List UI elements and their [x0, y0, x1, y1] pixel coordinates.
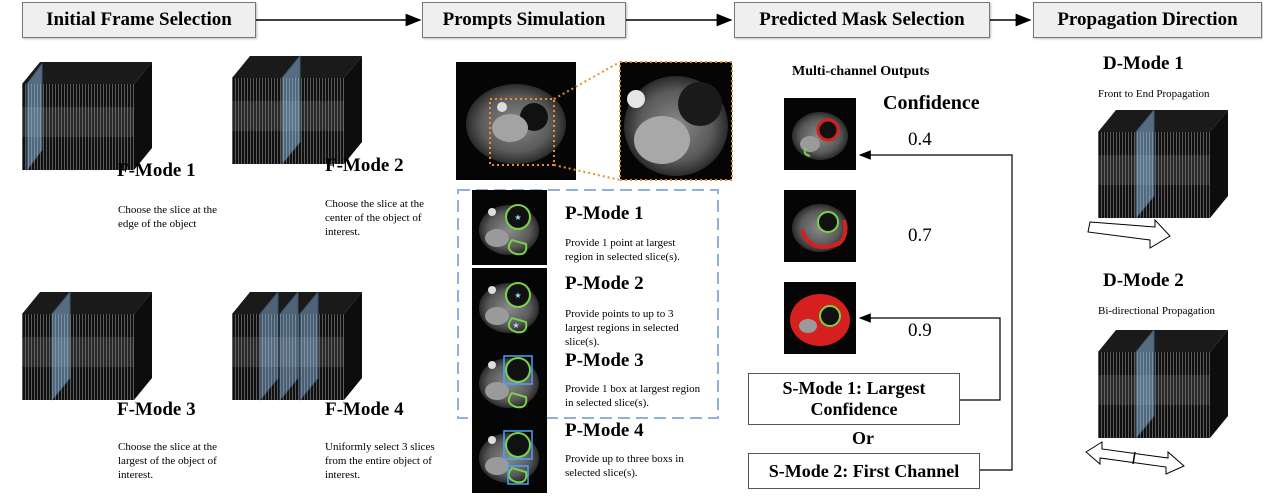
- thumb-pmode-4: [472, 418, 547, 493]
- arrow-bidirectional: [1085, 441, 1185, 475]
- p-mode-4-desc: Provide up to three boxs in selected sli…: [565, 453, 684, 479]
- multi-channel-outputs-title: Multi-channel Outputs: [792, 64, 930, 79]
- stage-predicted-mask-selection: Predicted Mask Selection: [734, 2, 990, 38]
- stage-prompts-simulation: Prompts Simulation: [422, 2, 626, 38]
- volume-dmode-2: [1098, 328, 1228, 440]
- ct-scan-overview: [456, 62, 576, 180]
- p-mode-1-desc: Provide 1 point at largest region in sel…: [565, 237, 680, 263]
- ct-scan-zoom: [619, 61, 733, 181]
- p-mode-1-title: P-Mode 1: [565, 203, 644, 224]
- volume-fmode-4: [232, 290, 362, 402]
- d-mode-1-desc: Front to End Propagation: [1098, 88, 1210, 100]
- f-mode-3-title: F-Mode 3: [117, 399, 196, 420]
- arrow-front-to-end: [1087, 218, 1171, 249]
- f-mode-3-desc: Choose the slice at the largest of the o…: [118, 441, 217, 481]
- f-mode-1-desc: Choose the slice at the edge of the obje…: [118, 204, 217, 230]
- mask-output-3: [784, 282, 856, 354]
- stage-propagation-direction: Propagation Direction: [1033, 2, 1262, 38]
- p-mode-2-title: P-Mode 2: [565, 273, 644, 294]
- f-mode-2-desc: Choose the slice at the center of the ob…: [325, 198, 424, 238]
- confidence-value-3: 0.9: [908, 320, 932, 341]
- thumb-pmode-1: ★: [472, 190, 547, 265]
- thumb-pmode-3: [472, 343, 547, 418]
- f-mode-1-title: F-Mode 1: [117, 160, 196, 181]
- volume-dmode-1: [1098, 108, 1228, 220]
- arrow-s-mode-2: [858, 150, 1013, 471]
- d-mode-2-title: D-Mode 2: [1103, 270, 1184, 291]
- p-mode-2-desc: Provide points to up to 3 largest region…: [565, 308, 679, 348]
- p-mode-3-desc: Provide 1 box at largest region in selec…: [565, 383, 701, 409]
- p-mode-4-title: P-Mode 4: [565, 420, 644, 441]
- mask-output-2: [784, 190, 856, 262]
- p-mode-dashed-frame: [457, 189, 719, 419]
- p-mode-3-title: P-Mode 3: [565, 350, 644, 371]
- volume-fmode-3: [22, 290, 152, 402]
- stage-initial-frame-selection: Initial Frame Selection: [22, 2, 256, 38]
- s-mode-2-box: S-Mode 2: First Channel: [748, 453, 980, 489]
- mask-output-1: [784, 98, 856, 170]
- f-mode-4-desc: Uniformly select 3 slices from the entir…: [325, 441, 435, 481]
- d-mode-1-title: D-Mode 1: [1103, 53, 1184, 74]
- arrow-s-mode-1: [858, 313, 1001, 401]
- f-mode-4-title: F-Mode 4: [325, 399, 404, 420]
- confidence-value-2: 0.7: [908, 225, 932, 246]
- volume-fmode-2: [232, 54, 362, 166]
- f-mode-2-title: F-Mode 2: [325, 155, 404, 176]
- thumb-pmode-2: ★ ★: [472, 268, 547, 343]
- svg-text:★: ★: [512, 321, 519, 330]
- d-mode-2-desc: Bi-directional Propagation: [1098, 305, 1215, 317]
- confidence-title: Confidence: [883, 92, 980, 114]
- volume-fmode-1: [22, 62, 152, 172]
- or-label: Or: [852, 428, 874, 448]
- svg-text:★: ★: [514, 291, 521, 300]
- s-mode-1-box: S-Mode 1: Largest Confidence: [748, 373, 960, 425]
- confidence-value-1: 0.4: [908, 129, 932, 150]
- svg-text:★: ★: [514, 213, 521, 222]
